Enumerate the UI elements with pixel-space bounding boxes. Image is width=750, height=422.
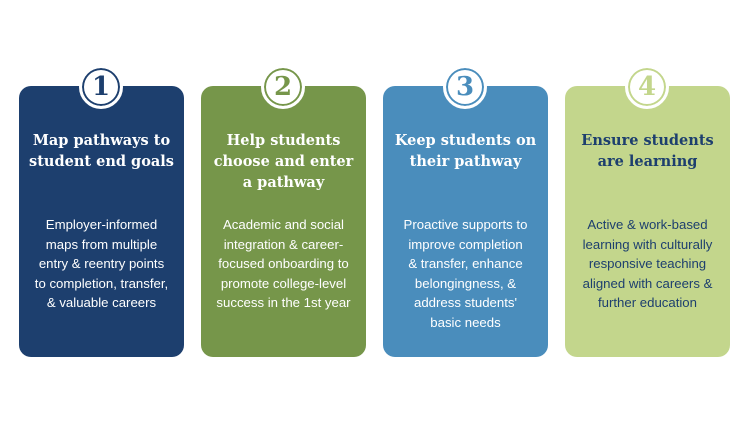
step-description: Active & work-based learning with cultur… bbox=[582, 217, 713, 310]
step-number-badge: 1 bbox=[79, 65, 123, 109]
step-card-3: Keep students on their pathway Proactive… bbox=[383, 86, 548, 357]
step-description: Academic and social integration & career… bbox=[216, 217, 351, 310]
step-card-4: Ensure students are learning Active & wo… bbox=[565, 86, 730, 357]
step-description: Proactive supports to improve completion… bbox=[403, 217, 528, 330]
step-title: Keep students on their pathway bbox=[394, 132, 537, 170]
step-title: Map pathways to student end goals bbox=[29, 132, 174, 170]
step-number-badge: 4 bbox=[625, 65, 669, 109]
step-card-1: Map pathways to student end goals Employ… bbox=[19, 86, 184, 357]
step-title: Ensure students are learning bbox=[581, 132, 714, 170]
step-description: Employer-informed maps from multiple ent… bbox=[34, 217, 169, 310]
step-number-badge: 3 bbox=[443, 65, 487, 109]
step-title: Help students choose and enter a pathway bbox=[213, 132, 354, 191]
step-number-badge: 2 bbox=[261, 65, 305, 109]
step-card-2: Help students choose and enter a pathway… bbox=[201, 86, 366, 357]
